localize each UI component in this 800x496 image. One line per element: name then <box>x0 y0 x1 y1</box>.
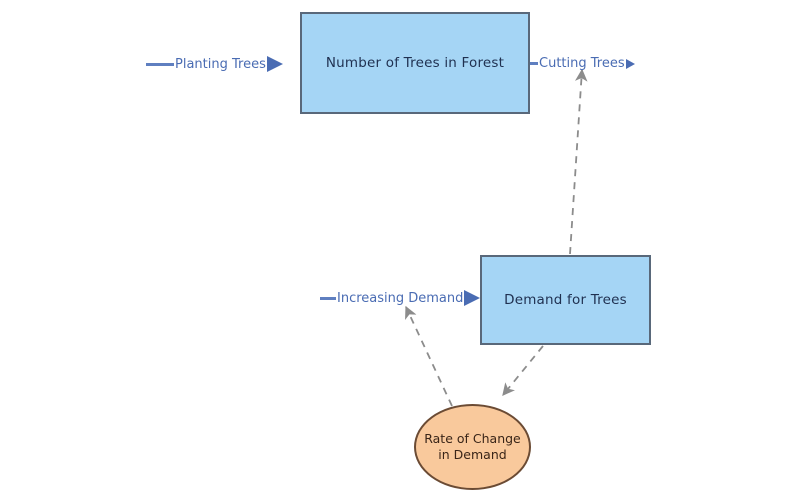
stock-demand-for-trees[interactable]: Demand for Trees <box>480 255 651 345</box>
flow-label: Increasing Demand <box>337 290 464 306</box>
flow-stem <box>530 62 538 65</box>
link-rate-to-increasing <box>405 305 453 407</box>
flow-stem <box>320 296 336 300</box>
flow-label: Cutting Trees <box>539 56 625 71</box>
flow-arrow-icon <box>464 290 481 306</box>
flow-arrow-icon <box>625 58 635 69</box>
auxiliary-label-line1: Rate of Change <box>424 430 521 446</box>
flow-stem <box>146 62 174 66</box>
auxiliary-label-line2: in Demand <box>438 447 507 462</box>
link-demand-to-cutting <box>569 68 588 255</box>
flow-label: Planting Trees <box>175 56 266 72</box>
link-demand-to-rate <box>502 345 544 396</box>
auxiliary-rate-of-change-in-demand[interactable]: Rate of Change in Demand <box>414 404 531 490</box>
flow-arrow-icon <box>266 56 283 72</box>
stock-label: Demand for Trees <box>504 291 627 308</box>
flow-cutting-trees[interactable]: Cutting Trees <box>530 56 635 71</box>
stock-number-of-trees-in-forest[interactable]: Number of Trees in Forest <box>300 12 530 114</box>
flow-increasing-demand[interactable]: Increasing Demand <box>320 290 481 306</box>
auxiliary-label: Rate of Change in Demand <box>424 431 521 464</box>
stock-label: Number of Trees in Forest <box>325 54 505 71</box>
flow-planting-trees[interactable]: Planting Trees <box>146 56 283 72</box>
